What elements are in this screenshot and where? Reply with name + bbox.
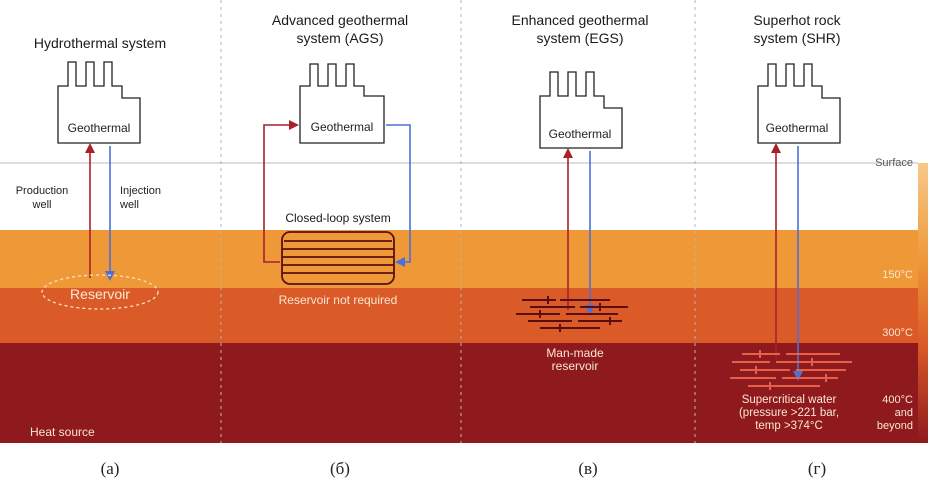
temp-label-300: 300°C bbox=[882, 327, 913, 339]
panel-b-title-2: system (AGS) bbox=[296, 30, 383, 46]
panel-hydrothermal: Hydrothermal system Geothermal Productio… bbox=[16, 35, 166, 439]
loop-production-arrow bbox=[263, 120, 299, 263]
temp-label-400: 400°C bbox=[882, 394, 913, 406]
panel-c-plant-label: Geothermal bbox=[549, 127, 612, 141]
closed-loop-label: Closed-loop system bbox=[285, 211, 390, 225]
panel-b-plant-label: Geothermal bbox=[311, 120, 374, 134]
supercritical-note-3: temp >374°C bbox=[755, 420, 823, 432]
depth-scale: Surface 150°C 300°C 400°C and beyond bbox=[875, 157, 913, 432]
panel-d-title-1: Superhot rock bbox=[753, 12, 841, 28]
temp-label-and: and bbox=[895, 407, 913, 419]
production-well-label-2: well bbox=[32, 199, 52, 211]
panel-a-plant-label: Geothermal bbox=[68, 121, 131, 135]
panel-captions: (а) (б) (в) (г) bbox=[101, 459, 827, 478]
factory-icon bbox=[539, 71, 623, 149]
injection-well-label: Injection bbox=[120, 185, 161, 197]
panel-b-title-1: Advanced geothermal bbox=[272, 12, 408, 28]
loop-injection-arrow bbox=[386, 124, 411, 267]
factory-icon bbox=[57, 61, 141, 144]
temp-label-beyond: beyond bbox=[877, 420, 913, 432]
panel-d-plant-label: Geothermal bbox=[766, 121, 829, 135]
man-made-reservoir-fractures bbox=[516, 296, 628, 332]
layer-300c bbox=[0, 288, 918, 343]
surface-label: Surface bbox=[875, 157, 913, 169]
reservoir-outline bbox=[41, 274, 159, 310]
panel-c-title-2: system (EGS) bbox=[536, 30, 623, 46]
supercritical-note-1: Supercritical water bbox=[742, 394, 837, 406]
man-made-reservoir-label: Man-made bbox=[546, 346, 604, 360]
panel-shr: Superhot rock system (SHR) Geothermal Su… bbox=[730, 12, 852, 432]
injection-well-label-2: well bbox=[119, 199, 139, 211]
caption-a: (а) bbox=[101, 459, 120, 478]
panel-d-title-2: system (SHR) bbox=[753, 30, 840, 46]
temperature-scale-bar bbox=[918, 163, 928, 443]
reservoir-not-required-label: Reservoir not required bbox=[279, 293, 398, 307]
production-well-label: Production bbox=[16, 185, 69, 197]
superhot-reservoir-fractures bbox=[730, 350, 852, 390]
panel-egs: Enhanced geothermal system (EGS) Geother… bbox=[512, 12, 649, 373]
temp-label-150: 150°C bbox=[882, 269, 913, 281]
reservoir-label: Reservoir bbox=[70, 286, 130, 302]
man-made-reservoir-label-2: reservoir bbox=[552, 359, 599, 373]
ground-layers bbox=[0, 230, 918, 443]
layer-400c bbox=[0, 343, 918, 443]
closed-loop-coil bbox=[281, 231, 395, 285]
layer-150c bbox=[0, 230, 918, 288]
panel-ags: Advanced geothermal system (AGS) Geother… bbox=[263, 12, 411, 307]
caption-b: (б) bbox=[330, 459, 350, 478]
factory-icon bbox=[757, 63, 841, 144]
caption-c: (в) bbox=[578, 459, 597, 478]
factory-icon bbox=[299, 63, 385, 144]
heat-source-label: Heat source bbox=[30, 425, 95, 439]
panel-a-title: Hydrothermal system bbox=[34, 35, 166, 51]
caption-d: (г) bbox=[808, 459, 826, 478]
supercritical-note-2: (pressure >221 bar, bbox=[739, 407, 839, 419]
panel-c-title-1: Enhanced geothermal bbox=[512, 12, 649, 28]
